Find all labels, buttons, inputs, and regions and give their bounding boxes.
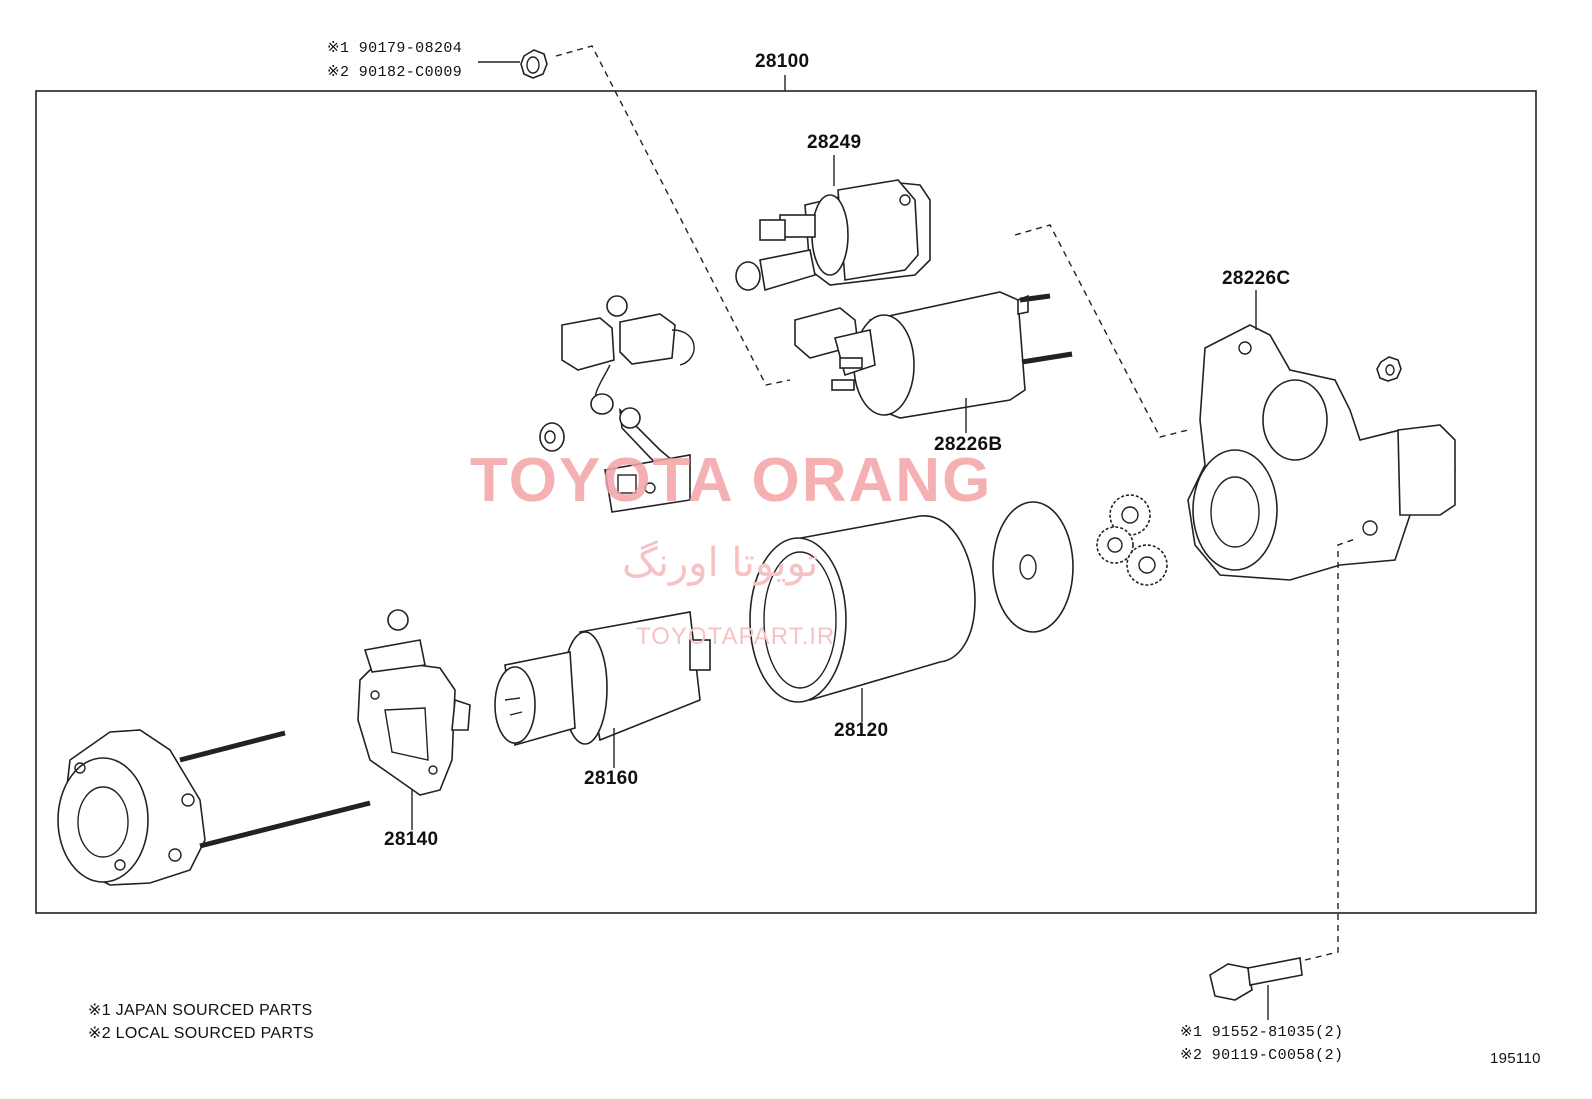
part-label-28140[interactable]: 28140 (384, 829, 439, 850)
bolt-ref-line-1[interactable]: ※1 91552-81035(2) (1180, 1024, 1344, 1041)
nut-ref-line-2[interactable]: ※2 90182-C0009 (327, 64, 463, 81)
planetary-gear-icon[interactable] (1096, 494, 1168, 586)
nut-icon[interactable] (539, 422, 565, 452)
watermark-persian: تویوتا اورنگ (622, 540, 819, 586)
nut-icon[interactable] (520, 49, 548, 79)
brush-holder-icon[interactable] (357, 609, 471, 796)
figure-number: 195110 (1490, 1050, 1541, 1067)
part-label-28249[interactable]: 28249 (807, 132, 862, 153)
plate-icon[interactable] (992, 501, 1074, 633)
yoke-icon[interactable] (749, 515, 976, 703)
bolt-ref-line-2[interactable]: ※2 90119-C0058(2) (1180, 1047, 1344, 1064)
part-label-28120[interactable]: 28120 (834, 720, 889, 741)
magnetic-switch-icon[interactable] (794, 291, 1073, 419)
assembly-part-number[interactable]: 28100 (755, 51, 810, 72)
assembly-frame (35, 90, 1537, 914)
nut-ref-line-1[interactable]: ※1 90179-08204 (327, 40, 463, 57)
part-label-28226c[interactable]: 28226C (1222, 268, 1291, 289)
armature-icon[interactable] (494, 611, 711, 747)
end-frame-icon[interactable] (57, 729, 371, 886)
lead-wire-icon[interactable] (561, 295, 695, 513)
watermark-url: TOYOTAPART.IR (636, 623, 836, 650)
housing-icon[interactable] (1187, 324, 1456, 581)
part-label-28160[interactable]: 28160 (584, 768, 639, 789)
note-local-sourced: ※2 LOCAL SOURCED PARTS (88, 1025, 314, 1042)
note-japan-sourced: ※1 JAPAN SOURCED PARTS (88, 1002, 313, 1019)
nut-icon[interactable] (1376, 356, 1402, 382)
bolt-icon[interactable] (1209, 957, 1303, 1001)
watermark-main: TOYOTA ORANG (470, 446, 993, 515)
part-label-28226b[interactable]: 28226B (934, 434, 1003, 455)
solenoid-icon[interactable] (735, 179, 931, 292)
